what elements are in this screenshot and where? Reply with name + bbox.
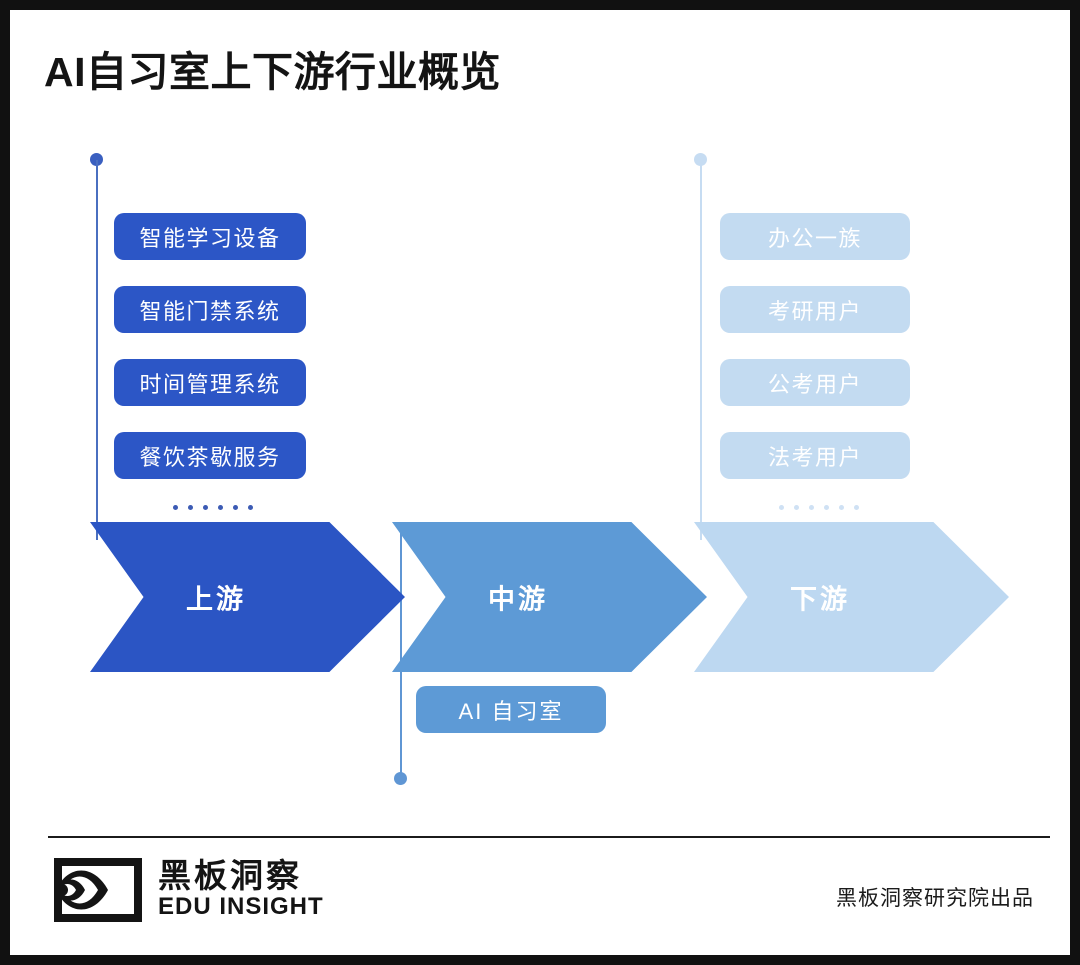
downstream-item-2-label: 考研用户 (767, 298, 862, 324)
midstream-arrow-label: 中游 (488, 584, 548, 615)
downstream-item-4[interactable]: 法考用户 (720, 432, 910, 479)
brand-logo-text: 黑板洞察 EDU INSIGHT (158, 859, 324, 922)
upstream-item-2-label: 智能门禁系统 (139, 298, 281, 324)
upstream-connector-line (96, 160, 98, 540)
upstream-item-1-label: 智能学习设备 (139, 225, 281, 251)
downstream-arrow[interactable]: 下游 (694, 522, 1009, 672)
upstream-arrow[interactable]: 上游 (90, 522, 405, 672)
midstream-arrow[interactable]: 中游 (392, 522, 707, 672)
downstream-item-1[interactable]: 办公一族 (720, 213, 910, 260)
brand-logo: 黑板洞察 EDU INSIGHT (54, 858, 324, 922)
downstream-item-2[interactable]: 考研用户 (720, 286, 910, 333)
footer-credit: 黑板洞察研究院出品 (836, 887, 1034, 910)
upstream-item-3-label: 时间管理系统 (139, 371, 281, 397)
midstream-connector-line (400, 530, 402, 780)
midstream-item-1[interactable]: AI 自习室 (416, 686, 606, 733)
midstream-item-1-label: AI 自习室 (458, 698, 564, 724)
downstream-item-3-label: 公考用户 (767, 371, 862, 397)
upstream-item-4-label: 餐饮茶歇服务 (139, 444, 281, 470)
downstream-connector-dot (694, 153, 707, 166)
edu-insight-logo-icon (54, 858, 142, 922)
brand-name-cn: 黑板洞察 (158, 856, 302, 894)
upstream-connector-dot (90, 153, 103, 166)
downstream-arrow-label: 下游 (790, 584, 850, 615)
upstream-item-4[interactable]: 餐饮茶歇服务 (114, 432, 306, 479)
downstream-item-4-label: 法考用户 (767, 444, 862, 470)
downstream-item-3[interactable]: 公考用户 (720, 359, 910, 406)
brand-name-en: EDU INSIGHT (158, 892, 324, 920)
upstream-item-2[interactable]: 智能门禁系统 (114, 286, 306, 333)
downstream-connector-line (700, 160, 702, 540)
footer-divider (48, 836, 1050, 838)
page-title: AI自习室上下游行业概览 (44, 49, 501, 95)
upstream-item-1[interactable]: 智能学习设备 (114, 213, 306, 260)
upstream-arrow-label: 上游 (186, 584, 246, 615)
upstream-item-3[interactable]: 时间管理系统 (114, 359, 306, 406)
downstream-item-1-label: 办公一族 (767, 225, 862, 251)
midstream-connector-dot (394, 772, 407, 785)
downstream-ellipsis (779, 505, 859, 510)
upstream-ellipsis (173, 505, 253, 510)
